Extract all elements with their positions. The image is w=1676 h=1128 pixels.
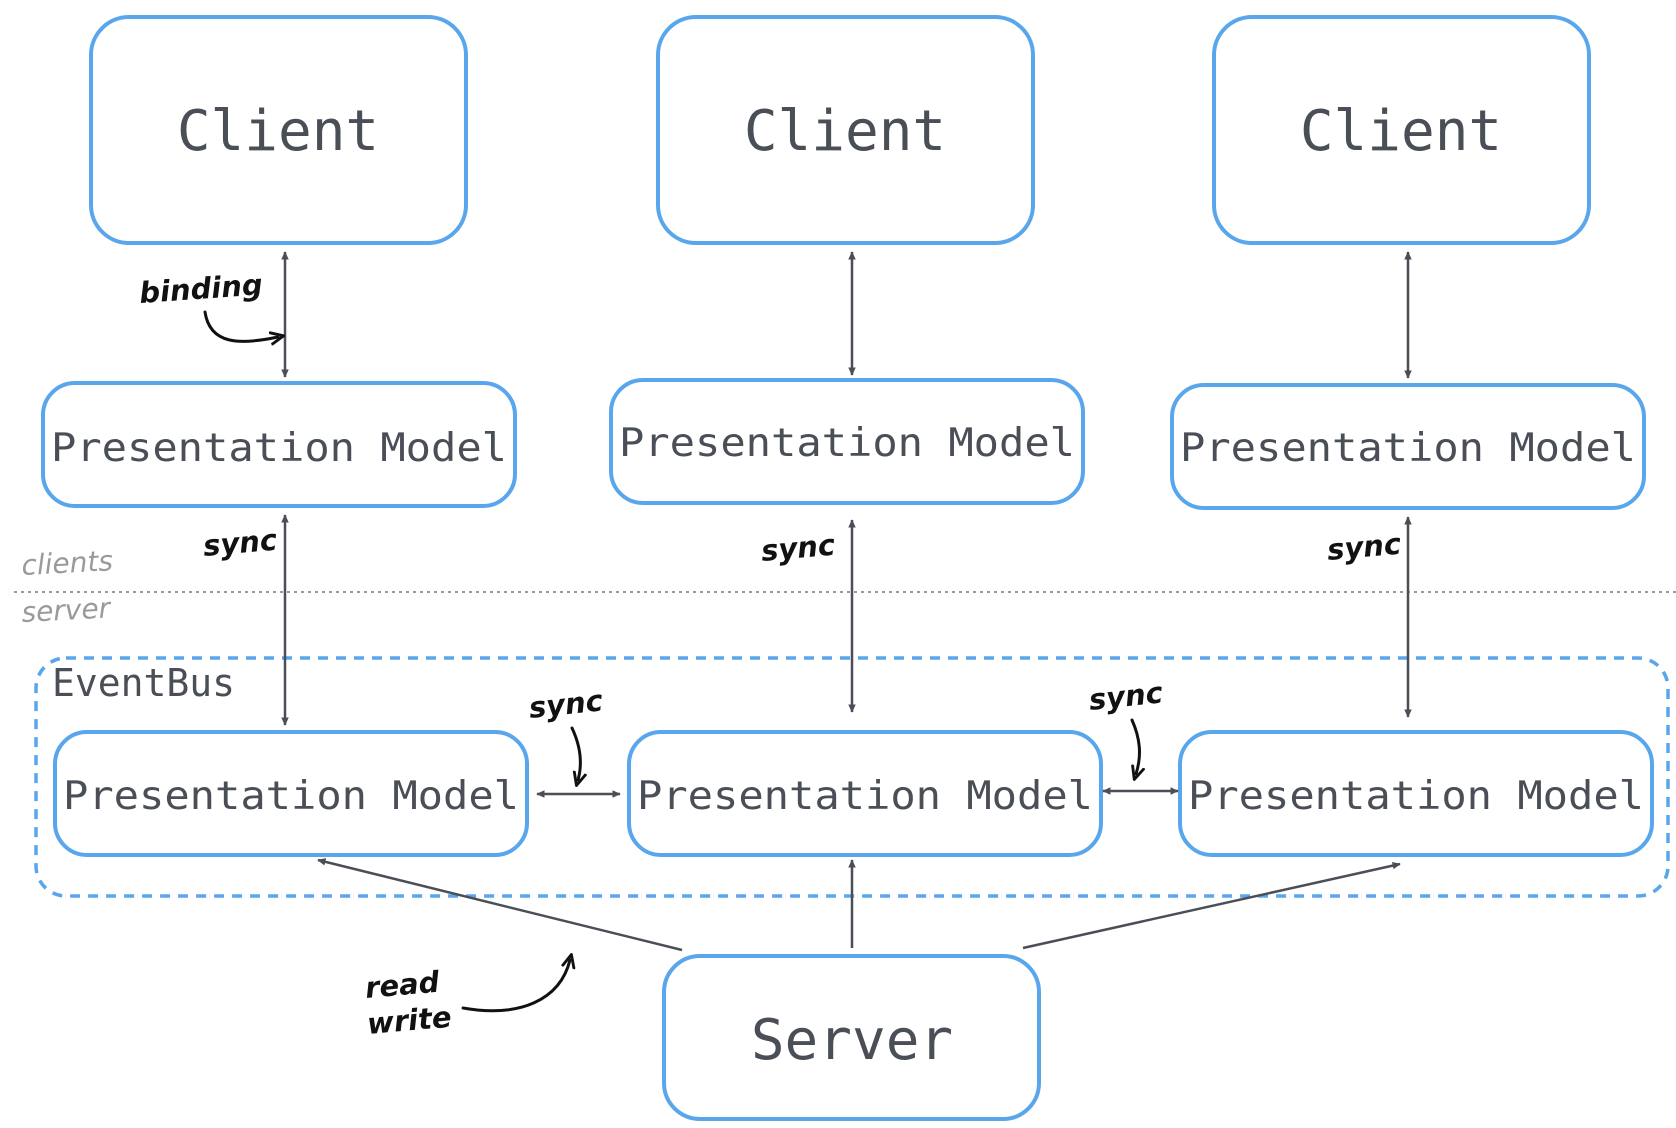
server-model-box-1: [53, 730, 529, 857]
sync-annotation-1: sync: [202, 523, 279, 563]
client-box-1: [89, 15, 468, 245]
readwrite-pointer-arrow: [461, 960, 570, 1013]
server-model-box-2: [627, 730, 1103, 857]
peer-sync-annotation-2: sync: [1087, 675, 1164, 717]
client-model-node-1: Presentation Model: [41, 381, 517, 508]
client-box-2: [656, 15, 1035, 245]
server-model-node-2: Presentation Model: [627, 730, 1103, 857]
readwrite-arrow-3: [1022, 861, 1401, 950]
client-model-box-1: [41, 381, 517, 508]
binding-pointer-arrow: [203, 310, 278, 341]
write-annotation: write: [366, 1000, 453, 1041]
read-annotation: read: [364, 965, 441, 1005]
sync-annotation-2: sync: [760, 528, 837, 568]
sync-annotation-3: sync: [1326, 527, 1403, 567]
presentation-model-label: Presentation Model: [51, 426, 507, 471]
server-node: Server: [662, 954, 1041, 1121]
presentation-model-label: Presentation Model: [63, 774, 519, 819]
client-label: Client: [744, 99, 946, 164]
client-model-box-2: [609, 378, 1085, 505]
server-box: [662, 954, 1041, 1121]
server-model-node-1: Presentation Model: [53, 730, 529, 857]
client-model-node-2: Presentation Model: [609, 378, 1085, 505]
client-node-3: Client: [1212, 15, 1591, 245]
peer-sync-pointer-2: [1130, 718, 1139, 774]
server-model-node-3: Presentation Model: [1178, 730, 1654, 857]
presentation-model-label: Presentation Model: [1188, 774, 1644, 819]
peer-sync-annotation-1: sync: [527, 683, 604, 725]
client-box-3: [1212, 15, 1591, 245]
eventbus-label: EventBus: [52, 661, 235, 705]
client-model-node-3: Presentation Model: [1170, 383, 1646, 510]
server-label: Server: [751, 1008, 953, 1073]
binding-annotation: binding: [138, 267, 264, 310]
readwrite-arrow-1: [317, 858, 683, 952]
peer-sync-pointer-1: [570, 726, 580, 780]
client-node-2: Client: [656, 15, 1035, 245]
server-model-box-3: [1178, 730, 1654, 857]
presentation-model-label: Presentation Model: [619, 421, 1075, 466]
client-label: Client: [1300, 99, 1502, 164]
zone-label-clients: clients: [21, 544, 114, 582]
presentation-model-label: Presentation Model: [637, 774, 1093, 819]
client-node-1: Client: [89, 15, 468, 245]
presentation-model-label: Presentation Model: [1180, 426, 1636, 471]
client-label: Client: [177, 99, 379, 164]
client-model-box-3: [1170, 383, 1646, 510]
zone-label-server: server: [21, 591, 113, 629]
